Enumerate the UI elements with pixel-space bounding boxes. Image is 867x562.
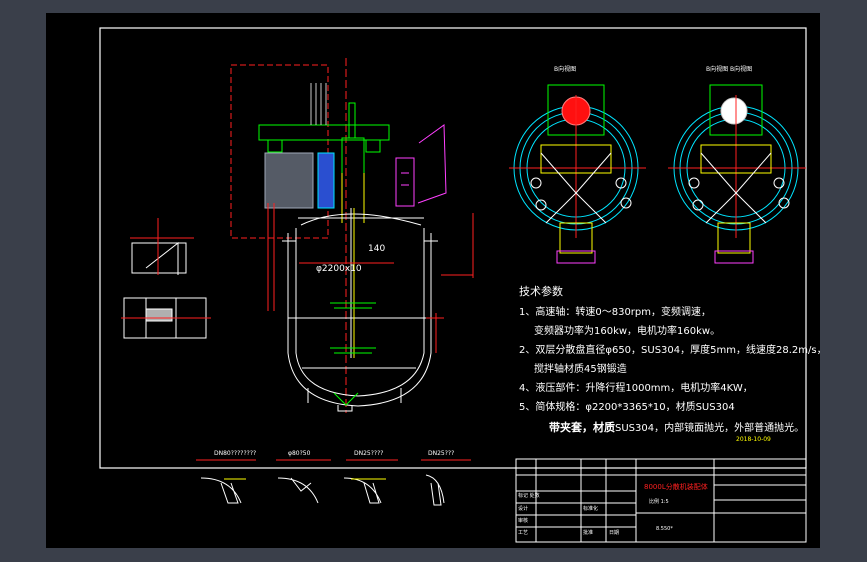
detail-label-4: DN25??? [428,450,454,457]
title-block-code: 8.550* [656,526,673,532]
left-top-view-title: B向视图 [554,65,576,73]
tech-param-line-3: 2、双层分散盘直径φ650，SUS304，厚度5mm，线速度28.2m/s， [519,343,820,356]
nozzle-details: DN80???????? φ80?50 DN25???? DN25??? [196,450,471,506]
title-block-mark-header: 标记 处数 [518,492,540,499]
tech-param-line-5: 4、液压部件：升降行程1000mm，电机功率4KW， [519,381,753,394]
tech-param-bold-rest: SUS304，内部镜面抛光，外部普通抛光。 [615,421,804,434]
tech-param-line-6: 5、简体规格：φ2200*3365*10，材质SUS304 [519,400,735,413]
vessel-diameter-label: φ2200x10 [316,264,362,274]
main-elevation-view: φ2200x10 140 [230,58,474,413]
tech-params-date: 2018-10-09 [736,436,771,443]
tech-params-heading: 技术参数 [519,284,563,298]
right-top-view: B向视图 B向视图 [668,65,806,264]
title-block-subtitle: 比例 1:5 [649,498,669,505]
title-block-date-label: 日期 [609,530,619,536]
right-top-view-title: B向视图 B向视图 [706,65,752,73]
title-block-row-1: 设计 [518,505,528,512]
left-detail-views [121,218,211,339]
title-block-row-5: 批准 [583,529,593,536]
tech-param-line-7: 带夹套，材质SUS304，内部镜面抛光，外部普通抛光。 [549,420,804,434]
top-dimension-label: 140 [368,244,385,254]
tech-param-line-1: 1、高速轴：转速0～830rpm，变频调速， [519,305,711,318]
title-block-row-4: 工艺 [518,530,528,536]
tech-param-line-4: 搅拌轴材质45钢锻造 [534,362,627,375]
title-block-row-3: 审核 [518,517,528,524]
drawing-frame [99,27,807,469]
title-block-title: 8000L分散机装配体 [644,482,708,491]
title-block: 8000L分散机装配体 比例 1:5 标记 处数 设计 标准化 审核 工艺 批准… [515,458,807,543]
detail-label-1: DN80???????? [214,450,256,457]
tech-param-bold-prefix: 带夹套，材质 [549,420,615,434]
left-top-view: B向视图 [509,65,646,264]
technical-parameters: 技术参数 1、高速轴：转速0～830rpm，变频调速， 变频器功率为160kw，… [519,284,827,443]
tech-param-line-2: 变频器功率为160kw，电机功率160kw。 [534,324,720,337]
drawing-canvas: φ2200x10 140 B向视图 [99,27,827,543]
detail-label-3: DN25???? [354,450,383,457]
detail-label-2: φ80?50 [288,450,311,457]
title-block-row-2: 标准化 [583,505,598,512]
model-space[interactable]: φ2200x10 140 B向视图 [46,13,827,548]
